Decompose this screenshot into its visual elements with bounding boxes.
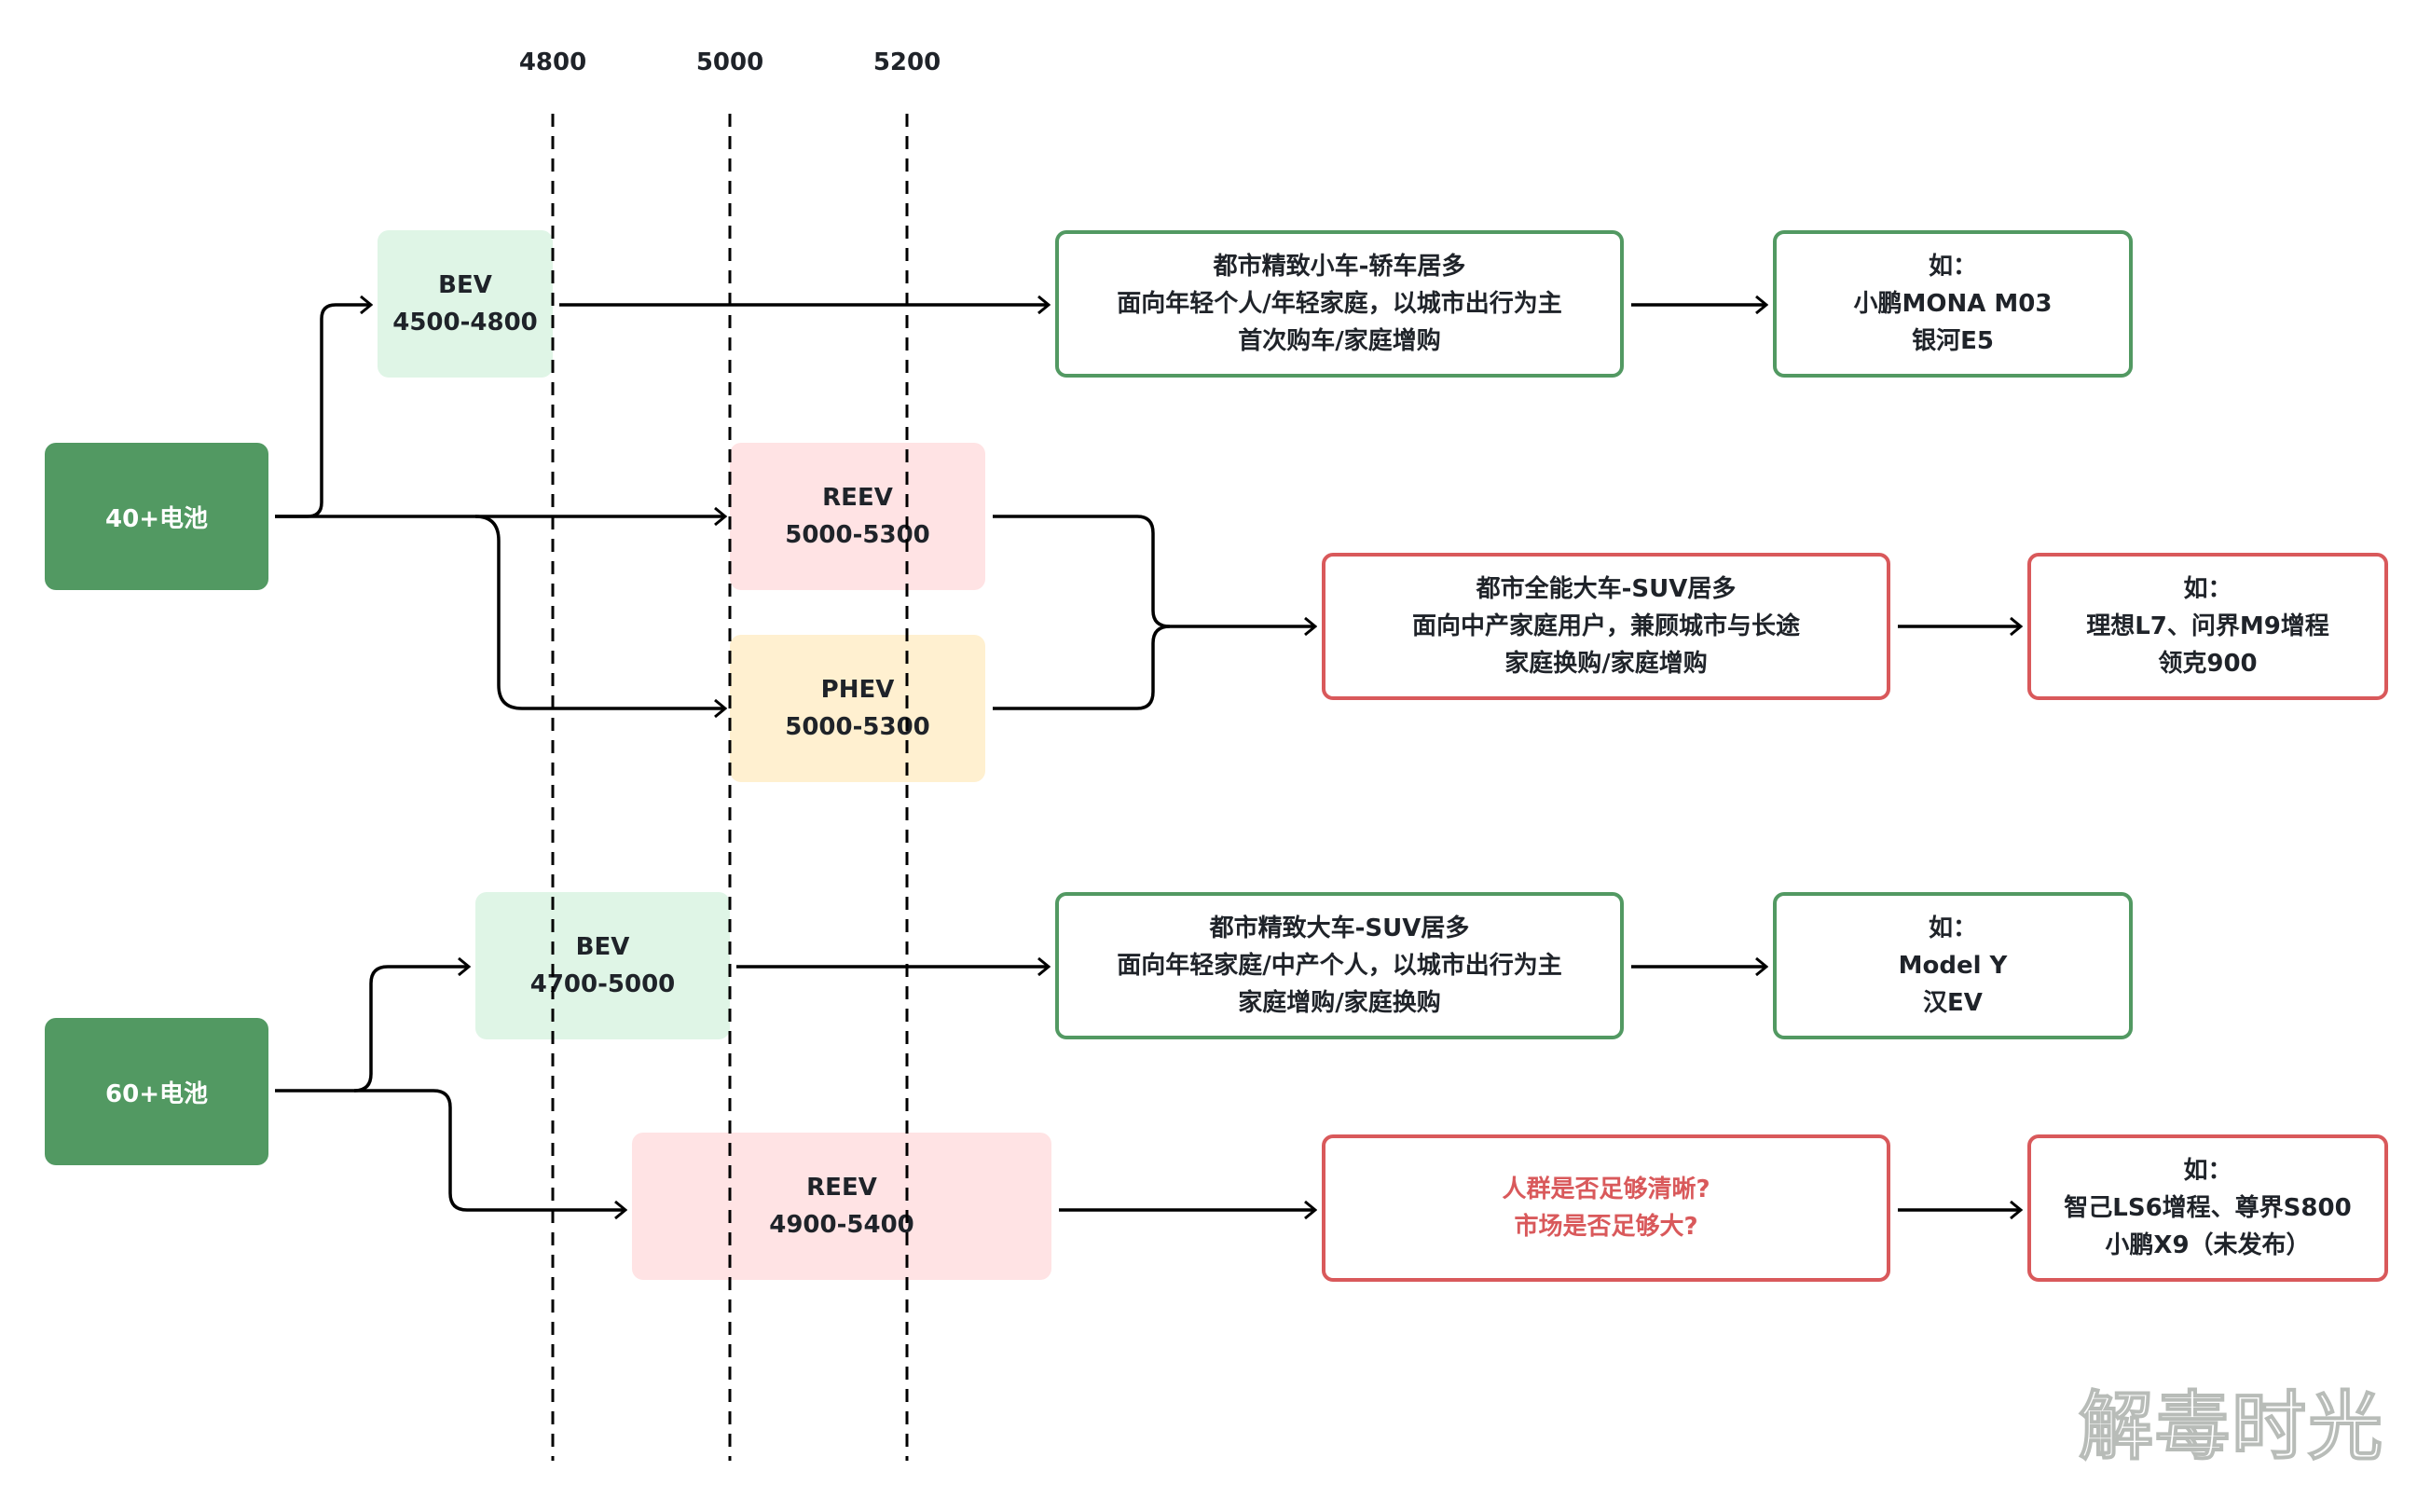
axis-tick-5200: 5200 [872, 48, 941, 76]
type-name: REEV [822, 484, 893, 512]
type-name: REEV [806, 1174, 877, 1202]
segment-title: 都市精致大车-SUV居多 [1209, 914, 1470, 942]
type-node-bev-40[interactable]: BEV 4500-4800 [378, 230, 553, 378]
example-card-city-large[interactable]: 如： Model Y 汉EV [1773, 892, 2133, 1039]
example-label: 如： [1928, 914, 1977, 942]
root-node-60-battery[interactable]: 60+电池 [45, 1018, 268, 1165]
type-name: BEV [575, 933, 630, 961]
example-model: 领克900 [2158, 650, 2258, 678]
axis-tick-4800: 4800 [518, 48, 587, 76]
root-node-40-battery[interactable]: 40+电池 [45, 443, 268, 590]
edge-40-bev [275, 305, 371, 518]
example-card-city-small[interactable]: 如： 小鹏MONA M03 银河E5 [1773, 230, 2133, 378]
root-label: 60+电池 [105, 1079, 208, 1108]
example-card-question[interactable]: 如： 智己LS6增程、尊界S800 小鹏X9（未发布） [2027, 1134, 2388, 1282]
type-range: 5000-5300 [785, 521, 930, 549]
root-label: 40+电池 [105, 504, 208, 533]
example-card-city-allround[interactable]: 如： 理想L7、问界M9增程 领克900 [2027, 553, 2388, 700]
segment-audience: 面向年轻个人/年轻家庭，以城市出行为主 [1117, 290, 1562, 318]
edge-60-bev [275, 967, 469, 1093]
example-model: 银河E5 [1912, 327, 1994, 355]
type-range: 4900-5400 [769, 1211, 914, 1239]
type-range: 5000-5300 [785, 713, 930, 741]
example-model: 小鹏X9（未发布） [2105, 1231, 2311, 1259]
type-node-reev-40[interactable]: REEV 5000-5300 [730, 443, 985, 590]
segment-title: 都市全能大车-SUV居多 [1476, 575, 1737, 603]
type-name: PHEV [820, 676, 895, 704]
example-model: 小鹏MONA M03 [1853, 290, 2053, 318]
type-node-phev-40[interactable]: PHEV 5000-5300 [730, 635, 985, 782]
type-node-reev-60[interactable]: REEV 4900-5400 [632, 1133, 1051, 1280]
segment-title: 都市精致小车-轿车居多 [1213, 253, 1466, 281]
segment-purchase: 家庭增购/家庭换购 [1238, 989, 1441, 1017]
example-model: Model Y [1898, 952, 2008, 980]
segment-card-question[interactable]: 人群是否足够清晰? 市场是否足够大? [1322, 1134, 1890, 1282]
question-audience: 人群是否足够清晰? [1502, 1175, 1710, 1203]
example-label: 如： [2183, 1157, 2232, 1185]
example-label: 如： [1928, 253, 1977, 281]
type-range: 4700-5000 [529, 970, 676, 998]
example-label: 如： [2183, 575, 2232, 603]
segment-purchase: 首次购车/家庭增购 [1238, 327, 1441, 355]
type-range: 4500-4800 [392, 309, 538, 337]
watermark: 解毒时光 [2078, 1382, 2384, 1471]
edge-reev1-merge [993, 515, 1315, 626]
segment-card-city-large[interactable]: 都市精致大车-SUV居多 面向年轻家庭/中产个人，以城市出行为主 家庭增购/家庭… [1055, 892, 1624, 1039]
example-model: 汉EV [1923, 989, 1983, 1017]
edge-60-reev [354, 1089, 625, 1210]
type-name: BEV [438, 271, 492, 299]
edge-40-phev [474, 515, 725, 708]
segment-card-city-small[interactable]: 都市精致小车-轿车居多 面向年轻个人/年轻家庭，以城市出行为主 首次购车/家庭增… [1055, 230, 1624, 378]
example-model: 理想L7、问界M9增程 [2086, 612, 2329, 640]
segment-audience: 面向中产家庭用户，兼顾城市与长途 [1411, 612, 1800, 640]
segment-card-city-allround[interactable]: 都市全能大车-SUV居多 面向中产家庭用户，兼顾城市与长途 家庭换购/家庭增购 [1322, 553, 1890, 700]
segment-purchase: 家庭换购/家庭增购 [1504, 650, 1708, 678]
edge-phev-merge [993, 625, 1171, 710]
axis-tick-5000: 5000 [695, 48, 764, 76]
segment-audience: 面向年轻家庭/中产个人，以城市出行为主 [1117, 952, 1562, 980]
type-node-bev-60[interactable]: BEV 4700-5000 [475, 892, 730, 1039]
question-market: 市场是否足够大? [1514, 1213, 1698, 1241]
example-model: 智己LS6增程、尊界S800 [2064, 1194, 2352, 1222]
